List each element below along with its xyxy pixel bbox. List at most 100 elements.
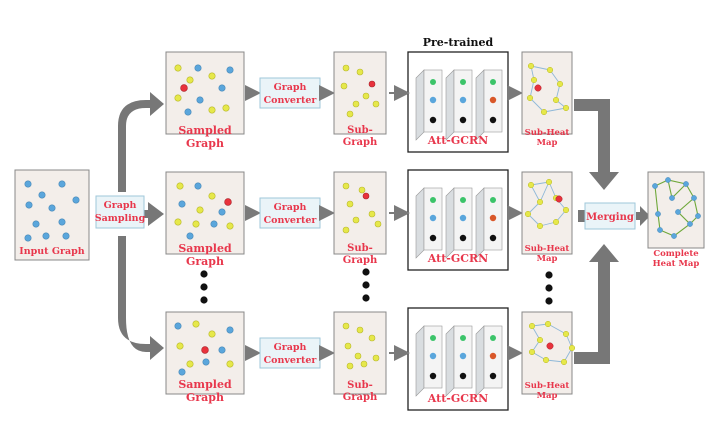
graph-node (489, 234, 497, 242)
layer-side (445, 187, 455, 259)
graph-node (226, 360, 234, 368)
graph-node (352, 100, 360, 108)
graph-node (342, 64, 350, 72)
sub-heat-map-label-2: Map (537, 391, 558, 401)
layer-side (445, 325, 455, 397)
graph-converter-label-2: Converter (264, 95, 318, 106)
complete-heat-map-label-1: Complete (653, 249, 699, 259)
graph-node (184, 108, 192, 116)
graph-node (459, 214, 467, 222)
att-gcrn-label: Att-GCRN (427, 252, 488, 265)
graph-node (528, 322, 536, 330)
sampling-fanout-arrows (118, 92, 164, 360)
layer-side (475, 187, 485, 259)
graph-node (174, 64, 182, 72)
graph-node (430, 335, 436, 341)
graph-node (459, 234, 467, 242)
graph-converter-label-1: Graph (274, 342, 307, 353)
sub-graph-label-1: Sub- (347, 125, 373, 136)
graph-node (568, 344, 576, 352)
graph-node (459, 116, 467, 124)
pretrained-box-top (407, 51, 509, 153)
layer-side (475, 325, 485, 397)
graph-node (460, 197, 466, 203)
layer-side (415, 69, 425, 141)
graph-node (490, 79, 496, 85)
graph-node (546, 66, 554, 74)
graph-node (178, 368, 186, 376)
heat-edge (530, 184, 541, 203)
graph-node (226, 326, 234, 334)
graph-converter-box (259, 197, 321, 229)
graph-node (556, 80, 564, 88)
graph-node (222, 104, 230, 112)
graph-node (360, 360, 368, 368)
graph-node (489, 372, 497, 380)
sampled-graph-panel (165, 51, 245, 135)
graph-node (346, 110, 354, 118)
graph-node (186, 232, 194, 240)
start-node (180, 84, 188, 92)
graph-node (174, 94, 182, 102)
graph-node (218, 346, 226, 354)
graph-node (562, 206, 570, 214)
graph-node (186, 76, 194, 84)
graph-node (226, 222, 234, 230)
sub-graph-label-1: Sub- (347, 243, 373, 254)
sampled-graph-label-1: Sampled (178, 242, 232, 255)
sampled-graph-label-1: Sampled (178, 378, 232, 391)
graph-node (526, 94, 534, 102)
graph-node (430, 79, 436, 85)
graph-node (562, 104, 570, 112)
sub-graph-panel (333, 51, 387, 135)
graph-node (176, 342, 184, 350)
sub-graph-label-2: Graph (343, 255, 378, 266)
start-node (546, 342, 554, 350)
graph-node (342, 182, 350, 190)
input-graph-label: Input Graph (19, 246, 85, 257)
graph-node (356, 326, 364, 334)
sub-graph-nodes (340, 64, 380, 118)
graph-node (208, 192, 216, 200)
sampled-graph-label-2: Graph (186, 255, 224, 268)
graph-node (545, 178, 553, 186)
heat-edge (529, 79, 535, 99)
graph-node (430, 197, 436, 203)
layer-side (415, 325, 425, 397)
sampled-graph-label-1: Sampled (178, 124, 232, 137)
att-gcrn-layers (415, 325, 503, 397)
sub-graph-nodes (342, 322, 380, 370)
graph-node (429, 352, 437, 360)
pretrained-label: Pre-trained (423, 36, 494, 49)
graph-sampling-label-2: Sampling (95, 213, 146, 224)
graph-node (542, 356, 550, 364)
att-gcrn-label: Att-GCRN (427, 392, 488, 405)
heat-edge (547, 323, 567, 335)
start-node (534, 84, 542, 92)
att-gcrn-layers (415, 69, 503, 141)
graph-sampling-box (95, 195, 145, 229)
heat-edge (530, 65, 551, 71)
graph-converter-label-1: Graph (274, 202, 307, 213)
graph-node (524, 210, 532, 218)
graph-node (356, 68, 364, 76)
graph-node (374, 220, 382, 228)
sub-graph-nodes (342, 182, 382, 234)
graph-node (208, 330, 216, 338)
graph-node (459, 372, 467, 380)
sub-heat-map-nodes (524, 178, 570, 230)
graph-converter-label-2: Converter (264, 355, 318, 366)
graph-converter-label-2: Converter (264, 215, 318, 226)
graph-node (196, 96, 204, 104)
graph-node (342, 226, 350, 234)
graph-node (368, 80, 376, 88)
graph-node (560, 358, 568, 366)
sub-heat-map-label-1: Sub-Heat (525, 128, 570, 138)
start-node (201, 346, 209, 354)
graph-node (368, 334, 376, 342)
graph-node (218, 84, 226, 92)
heat-edge (539, 181, 550, 203)
graph-node (489, 352, 497, 360)
